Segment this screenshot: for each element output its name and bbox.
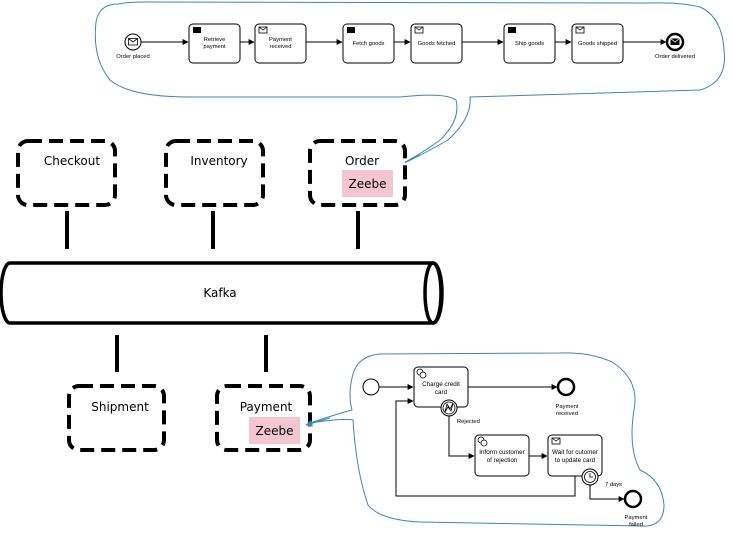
timer-boundary-event [581,468,599,486]
charge-credit-card-label-1: Charge credit [422,381,460,388]
payment-received-end-event [556,377,576,397]
payment-failed-label-1: Payment [625,515,648,521]
order-delivered-end-event [665,32,685,52]
goods-fetched-label: Goods fetched [418,41,456,47]
goods-shipped-task: Goods shipped [571,23,624,64]
inform-customer-label-2: of rejection [487,457,518,464]
shipment-label: Shipment [91,400,149,414]
order-placed-start-event [124,33,142,51]
error-boundary-event [440,399,458,417]
order-delivered-label: Order delivered [655,54,695,60]
ship-goods-label: Ship goods [515,41,544,47]
payment-received-end-label-2: received [556,411,578,417]
retrieve-payment-label-1: Retrieve [204,37,226,43]
payment-received-label-1: Payment [269,37,292,43]
inventory-label: Inventory [190,154,247,168]
inform-customer-label-1: Inform customer [479,449,525,456]
order-placed-label: Order placed [116,54,150,60]
fetch-goods-label: Fetch goods [353,41,385,47]
kafka-bus: Kafka [0,261,444,325]
rejected-label: Rejected [457,419,480,425]
order-label: Order [345,154,379,168]
payment-service: Payment Zeebe [215,384,312,452]
payment-received-label-2: received [270,44,292,50]
shipment-service: Shipment [67,384,166,452]
payment-failed-label-2: failed [629,522,643,528]
retrieve-payment-task: Retrieve payment [188,23,241,64]
payment-zeebe-badge [249,417,300,444]
wait-for-customer-label-2: to update card [555,457,596,464]
goods-fetched-task: Goods fetched [410,23,463,64]
payment-zeebe-label: Zeebe [256,424,294,438]
payment-label: Payment [240,400,293,414]
inform-customer-task: Inform customer of rejection [474,434,530,477]
wait-for-customer-label-1: Wait for cutomer [552,449,598,456]
retrieve-payment-label-2: payment [203,44,226,50]
timer-label: 7 days [605,482,622,488]
charge-credit-card-label-2: card [435,389,448,396]
payment-start-event [362,378,380,396]
goods-shipped-label: Goods shipped [578,41,617,47]
order-zeebe-badge [342,170,393,197]
payment-failed-end-event [623,489,643,509]
payment-received-end-label-1: Payment [556,404,579,410]
fetch-goods-task: Fetch goods [342,23,395,64]
charge-credit-card-task: Charge credit card [413,366,469,408]
order-zeebe-label: Zeebe [349,177,387,191]
inventory-service: Inventory [164,139,265,207]
kafka-label: Kafka [203,286,236,300]
payment-received-task: Payment received [254,23,307,64]
order-service: Order Zeebe [308,139,407,207]
checkout-label: Checkout [44,154,100,168]
ship-goods-task: Ship goods [503,23,556,64]
payment-process-callout [309,352,665,527]
checkout-service: Checkout [16,139,117,207]
